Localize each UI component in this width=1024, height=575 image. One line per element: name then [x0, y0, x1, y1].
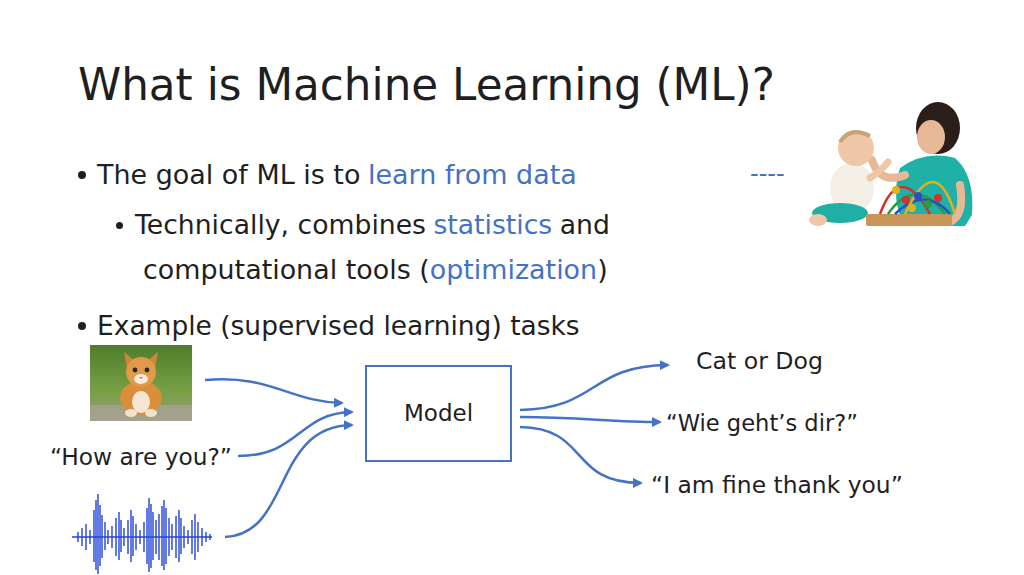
- bullet-text-row: Example (supervised learning) tasks: [97, 309, 580, 342]
- bullet-text-row: The goal of ML is tolearn from data: [97, 158, 577, 192]
- input-label-row: “How are you?”: [50, 442, 232, 471]
- bullet-text: Example (supervised learning) tasks: [97, 309, 580, 342]
- sub-bullet-text: ): [597, 253, 608, 287]
- input-arrow: [225, 425, 352, 537]
- woman-hair: [916, 102, 960, 154]
- output-label-row: “I am fine thank you”: [651, 471, 903, 500]
- highlight-text: learn from data: [368, 158, 577, 192]
- toy-bead: [914, 192, 922, 200]
- slide-title-row: What is Machine Learning (ML)?: [78, 58, 775, 113]
- kitten-paw: [145, 409, 157, 417]
- bullet-dot: [116, 222, 123, 229]
- baby-foot: [809, 214, 827, 226]
- output-arrow: [520, 427, 641, 483]
- output-label: Cat or Dog: [696, 347, 823, 377]
- cat-photo: [90, 345, 192, 421]
- input-label: “How are you?”: [50, 442, 232, 471]
- sub-bullet-text: computational tools (: [143, 253, 430, 287]
- baby-head: [838, 130, 874, 166]
- kitten-chest: [132, 391, 150, 413]
- bullet-dot: [78, 322, 86, 330]
- output-label-row: “Wie geht’s dir?”: [666, 409, 858, 437]
- dash-marker-row: ----: [750, 159, 785, 189]
- slide-title: What is Machine Learning (ML)?: [78, 58, 775, 113]
- toy-bead: [934, 194, 942, 202]
- audio-waveform: [72, 494, 212, 574]
- bullet-text: The goal of ML is to: [97, 158, 360, 192]
- toy-bead: [892, 186, 900, 194]
- sub-bullet-text: Technically, combines: [135, 208, 426, 241]
- kitten-head: [126, 357, 156, 387]
- node-text: Model: [404, 400, 473, 428]
- output-label: “I am fine thank you”: [651, 471, 903, 500]
- highlight-text: optimization: [430, 253, 597, 287]
- input-arrow: [205, 379, 342, 403]
- kitten-eye: [145, 368, 150, 373]
- output-label-row: Cat or Dog: [696, 347, 823, 377]
- mother-baby-photo: [809, 102, 972, 226]
- toy-bead: [924, 200, 932, 208]
- output-arrow: [520, 417, 660, 422]
- baby-arm: [870, 162, 888, 178]
- kitten-nose: [139, 377, 143, 379]
- kitten-paw: [125, 409, 137, 417]
- cat-photo-background: [90, 345, 192, 421]
- sub-bullet-text: and: [560, 208, 610, 241]
- sub-bullet-text-row: computational tools (optimization): [143, 253, 608, 287]
- toy-bead: [908, 204, 916, 212]
- output-arrow: [520, 365, 668, 410]
- toy-base: [866, 214, 952, 226]
- output-label: “Wie geht’s dir?”: [666, 409, 858, 437]
- kitten-eye: [133, 368, 138, 373]
- highlight-text: statistics: [433, 208, 552, 241]
- input-arrow: [238, 412, 352, 456]
- baby-hair: [840, 132, 870, 142]
- sub-bullet-text-row: Technically, combinesstatisticsand: [135, 208, 610, 241]
- woman-face: [917, 120, 945, 154]
- toy-wire: [905, 182, 955, 214]
- kitten-muzzle: [134, 374, 148, 384]
- highlight-text: ----: [750, 159, 785, 189]
- bullet-dot: [78, 171, 86, 179]
- toy-bead: [902, 196, 910, 204]
- model-box: Model: [365, 365, 512, 462]
